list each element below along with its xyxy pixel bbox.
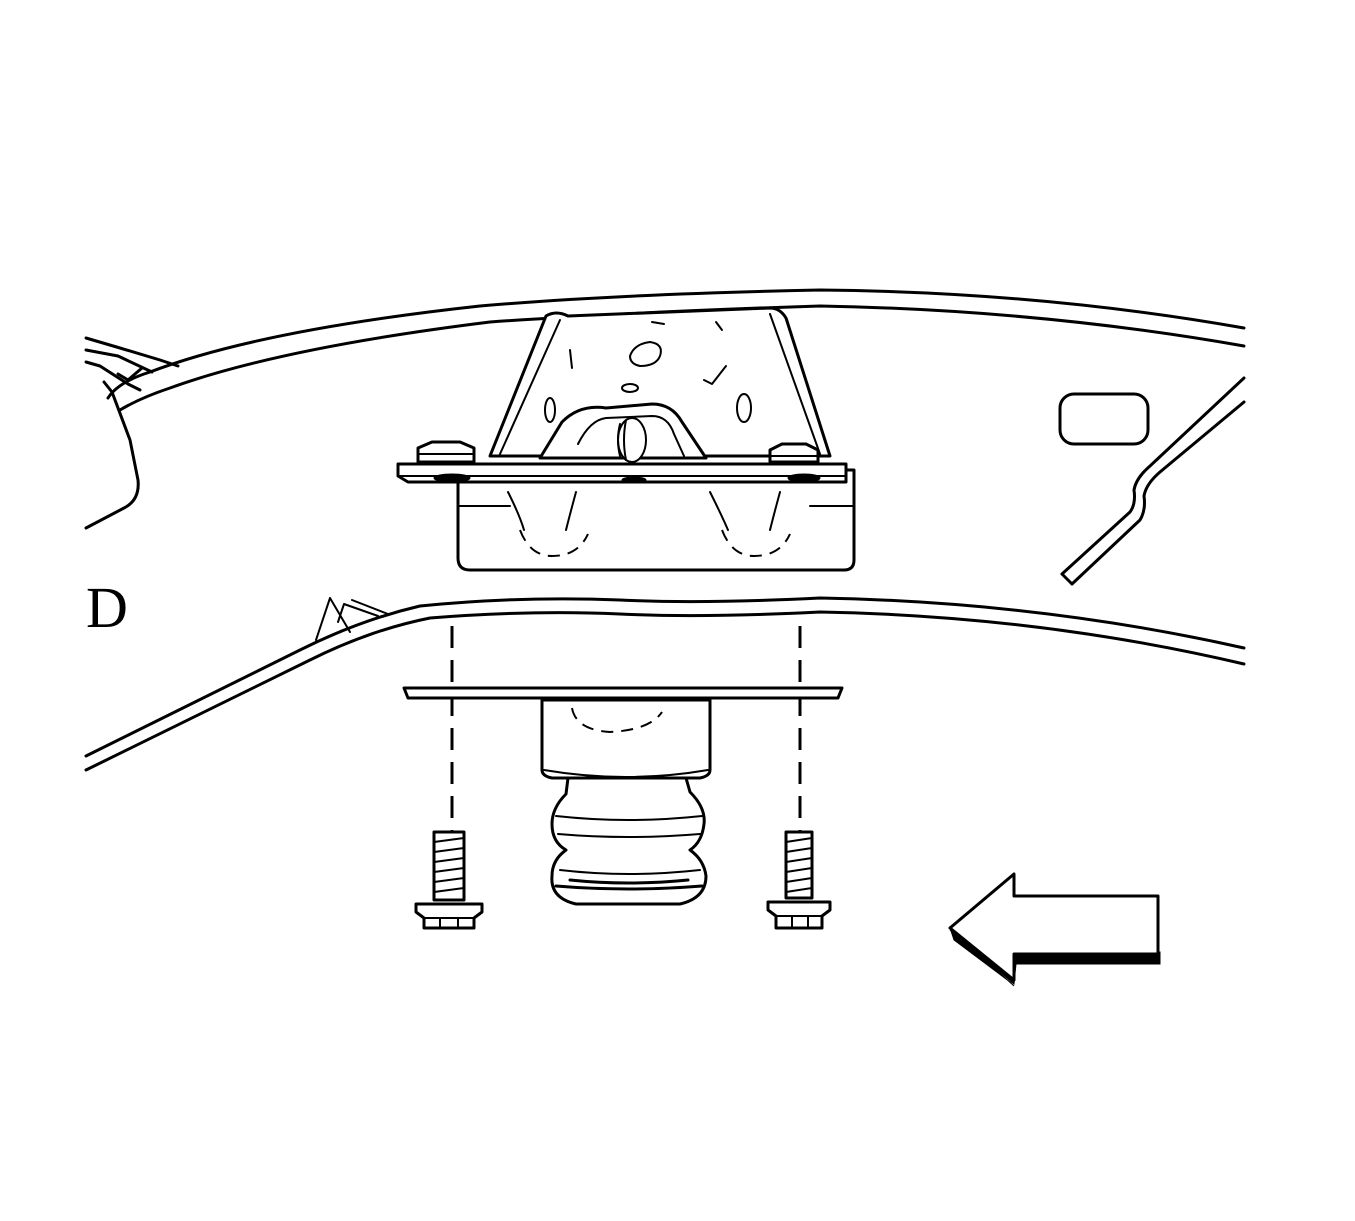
right-flange-bolt-head	[768, 442, 820, 464]
frame-rail	[84, 288, 1246, 772]
insulator-plate	[402, 686, 844, 700]
left-bolt	[414, 830, 484, 930]
left-control-arm-fragment: D	[84, 336, 180, 640]
fragment-letter: D	[86, 575, 128, 640]
right-bolt	[766, 830, 832, 930]
direction-arrow-icon	[948, 872, 1161, 987]
alignment-lines	[450, 626, 802, 832]
frame-slot	[1058, 392, 1150, 446]
upper-bracket	[396, 306, 856, 572]
jounce-bumper	[540, 698, 712, 906]
left-flange-bolt-head	[416, 440, 476, 464]
